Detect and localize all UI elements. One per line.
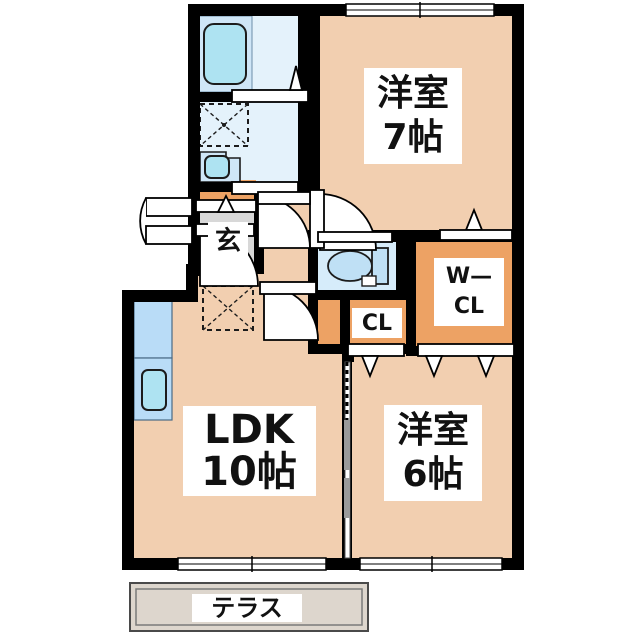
- entrance-door-arc: [139, 197, 147, 245]
- terrace-label: テラス: [211, 594, 283, 622]
- hall-door-mid-leaf: [257, 191, 311, 205]
- cl-door-panel: [347, 343, 405, 357]
- bedroom-south-label-bg: [384, 405, 482, 501]
- walk-in-closet-label-line1: W—: [446, 264, 492, 289]
- wcl-door-fold-2: [476, 355, 496, 379]
- sliding-partition-panel-2: [344, 478, 350, 518]
- toilet-tank-icon: [371, 247, 389, 285]
- wcl-panel-north: [439, 229, 513, 241]
- wall-bedroom-north-left: [308, 4, 320, 194]
- wall-cl-left: [340, 296, 350, 354]
- fixtures: [133, 15, 389, 421]
- toilet-door-panel: [317, 231, 393, 243]
- terrace-label-bg: [192, 594, 302, 622]
- kitchen-counter-icon: [133, 299, 173, 359]
- bedroom-north-label-line1: 洋室: [377, 73, 449, 114]
- wall-right-outer: [512, 4, 524, 570]
- closet-small-label-bg: [352, 308, 402, 338]
- wall-hall-closet-bottom: [308, 344, 344, 354]
- bathroom-door-panel: [231, 89, 309, 103]
- washing-machine-center-dot: [222, 123, 226, 127]
- ldk-label-bg: [183, 406, 316, 496]
- terrace-outline-inner: [135, 588, 363, 626]
- entrance-door-leaf: [145, 225, 193, 245]
- sliding-partition-panel-1: [344, 420, 350, 470]
- shoe-closet-fold: [216, 193, 236, 213]
- bedroom-south-label-line2: 6帖: [402, 454, 463, 495]
- walk-in-closet-label-bg: [434, 258, 504, 326]
- vanity-basin-icon: [204, 155, 230, 179]
- room-labels: 洋室 7帖 LDK 10帖 洋室 6帖 玄 W— CL CL テラス: [183, 68, 504, 622]
- windows: [177, 2, 503, 572]
- ldk-label-line2: 10帖: [201, 449, 297, 495]
- bathroom-door-fold: [288, 65, 304, 91]
- wall-toilet-right: [396, 230, 406, 300]
- kitchen-sink-icon: [141, 369, 167, 411]
- storage-hatch-icon: [202, 285, 254, 331]
- entrance-label: 玄: [215, 226, 241, 257]
- bathtub-icon: [203, 23, 247, 85]
- walk-in-closet-label-line2: CL: [454, 294, 484, 319]
- toilet-lever-icon: [361, 275, 377, 287]
- wcl-door-fold-1: [424, 355, 444, 379]
- bedroom-north-label-bg: [364, 68, 462, 164]
- ldk-label-line1: LDK: [204, 407, 296, 453]
- wall-left-ldk: [122, 290, 134, 570]
- wall-toilet-left: [308, 230, 318, 300]
- closet-small-label: CL: [362, 311, 392, 336]
- entrance-label-bg: [208, 222, 248, 260]
- wcl-door-panel: [417, 343, 515, 357]
- bedroom-north-label-line2: 7帖: [382, 117, 443, 158]
- cl-door-fold: [360, 355, 380, 379]
- entrance-door-panel: [145, 197, 193, 217]
- bedroom-south-label-line1: 洋室: [397, 410, 469, 451]
- ldk-door-leaf: [259, 281, 317, 295]
- wall-wcl-left: [406, 230, 416, 356]
- wall-toilet-bottom: [308, 290, 406, 300]
- wall-left-ldk-top: [122, 290, 198, 302]
